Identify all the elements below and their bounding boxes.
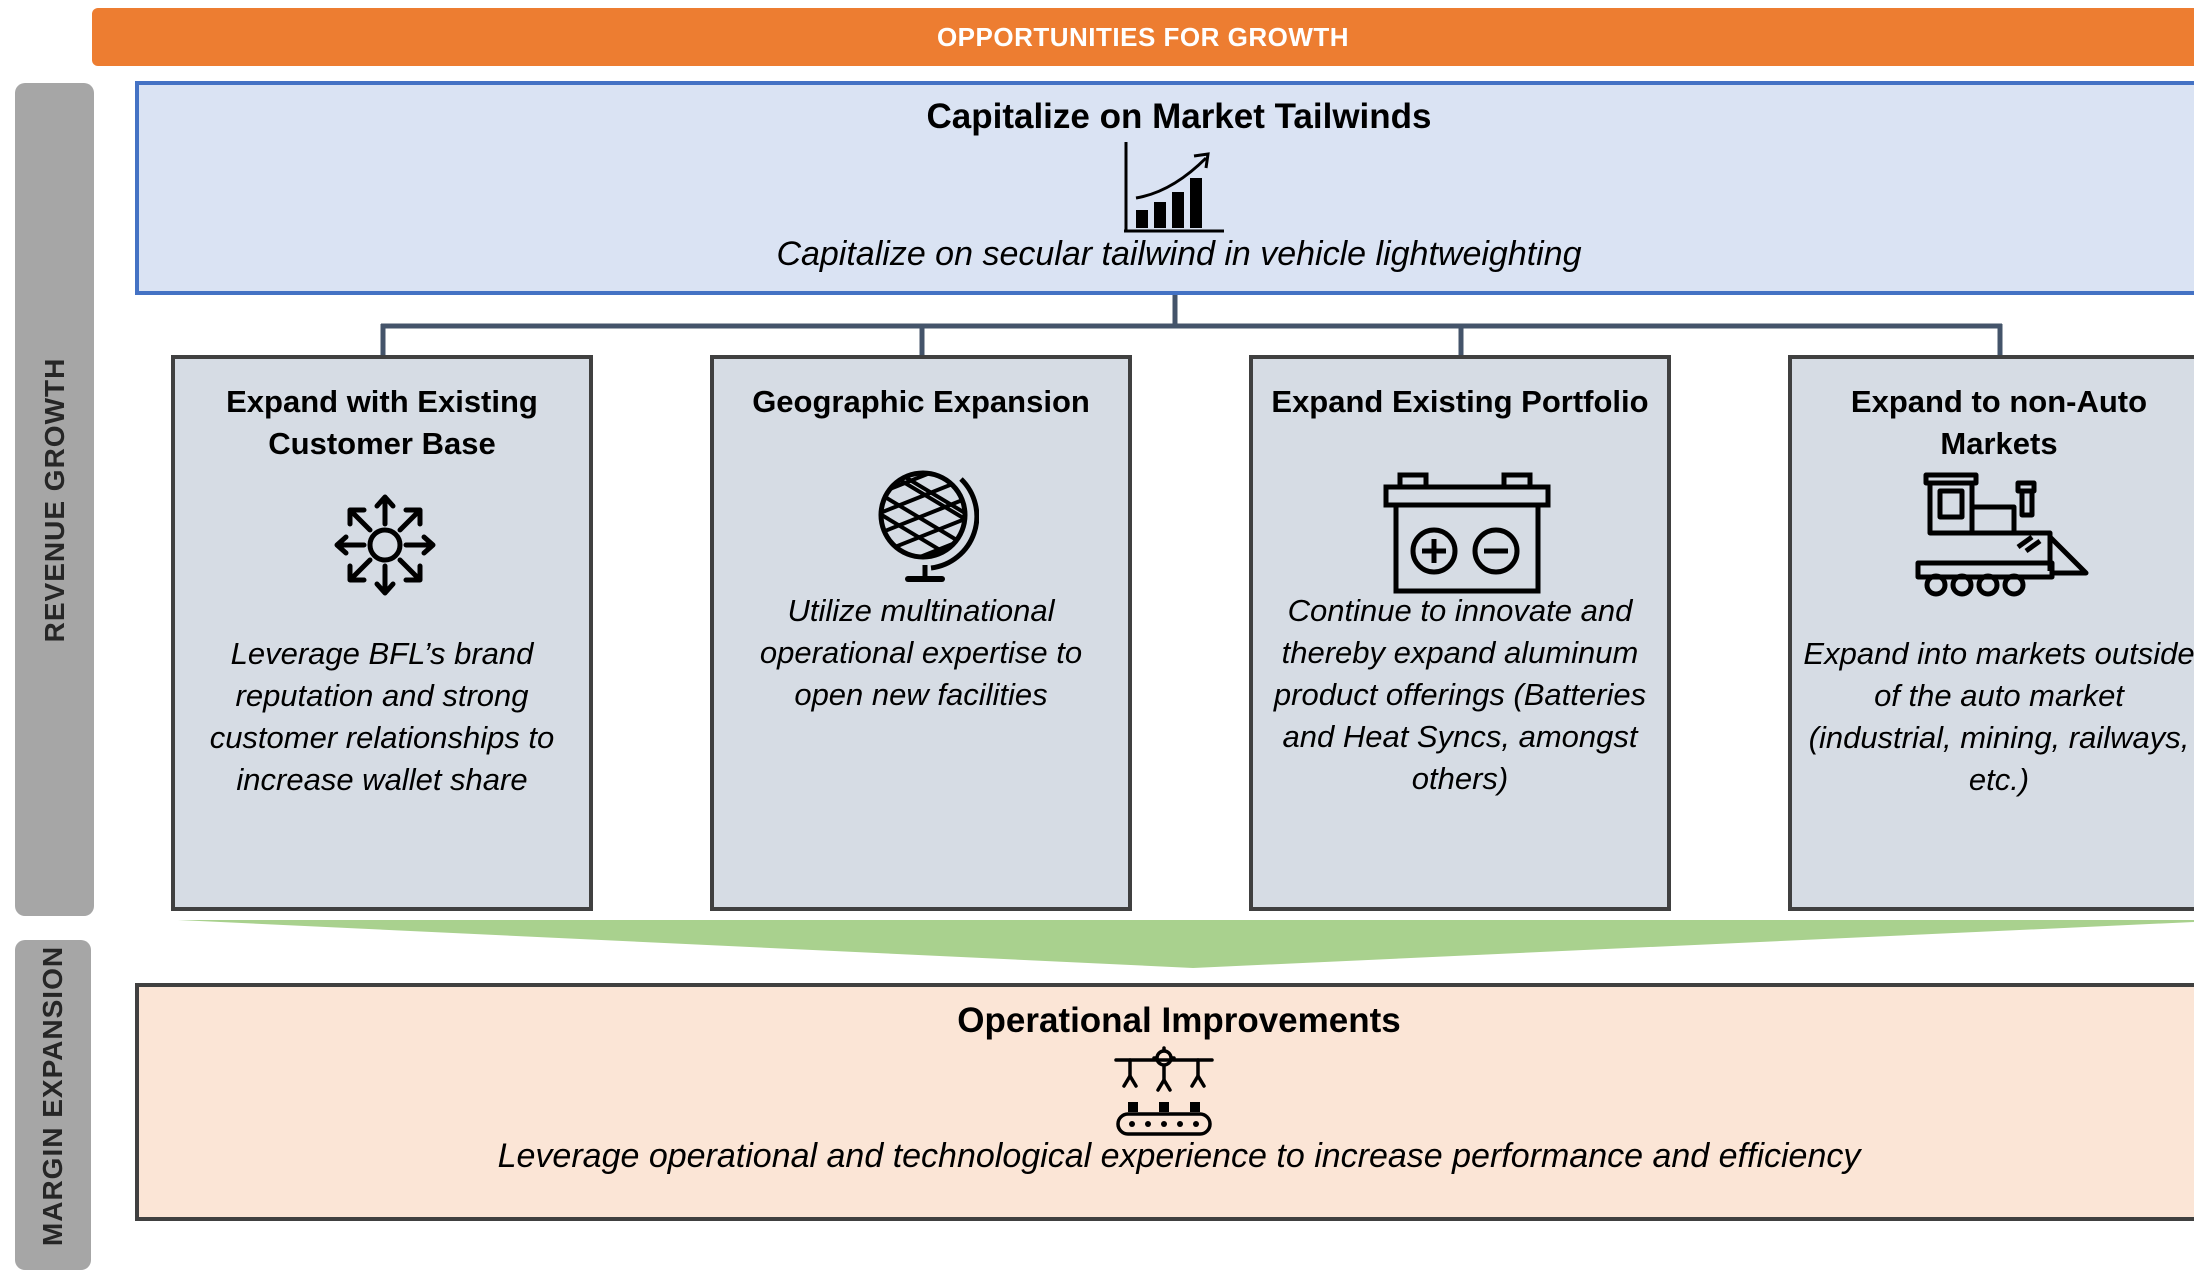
card-existing-portfolio: Expand Existing Portfolio Continue to in… (1249, 355, 1671, 911)
market-tailwinds-box: Capitalize on Market Tailwinds Capitaliz… (135, 81, 2194, 295)
card-description: Expand into markets outside of the auto … (1803, 636, 2194, 797)
convergence-arrow (178, 920, 2194, 968)
tailwinds-title: Capitalize on Market Tailwinds (926, 97, 1432, 136)
operations-description: Leverage operational and technological e… (497, 1137, 1861, 1175)
card-title: Expand Existing Portfolio (1271, 384, 1649, 419)
operations-title: Operational Improvements (957, 1001, 1401, 1040)
card-existing-customers: Expand with Existing Customer Base Lever… (171, 355, 593, 911)
card-non-auto-markets: Expand to non-Auto Markets Expand into m… (1788, 355, 2194, 911)
battery-icon (1383, 472, 1551, 594)
opportunities-banner: OPPORTUNITIES FOR GROWTH (92, 8, 2194, 66)
margin-expansion-band: MARGIN EXPANSION (15, 940, 91, 1270)
card-description: Leverage BFL’s brand reputation and stro… (209, 636, 555, 797)
banner-label: OPPORTUNITIES FOR GROWTH (936, 21, 1350, 52)
expand-arrows-icon (334, 494, 436, 596)
card-description: Utilize multinational operational expert… (759, 593, 1083, 712)
revenue-growth-band: REVENUE GROWTH (15, 83, 94, 916)
card-description: Continue to innovate and thereby expand … (1273, 593, 1647, 796)
factory-robot-icon (1114, 1046, 1214, 1136)
growth-chart-icon (1124, 142, 1224, 233)
tailwinds-description: Capitalize on secular tailwind in vehicl… (776, 235, 1582, 273)
card-title: Expand to non-Auto Markets (1850, 384, 2148, 461)
card-title: Expand with Existing Customer Base (226, 384, 538, 461)
locomotive-icon (1915, 472, 2089, 597)
card-title: Geographic Expansion (752, 384, 1090, 419)
operational-improvements-box: Operational Improvements Leverage operat… (135, 983, 2194, 1221)
card-geographic-expansion: Geographic Expansion Utilize multination… (710, 355, 1132, 911)
globe-icon (878, 470, 979, 582)
